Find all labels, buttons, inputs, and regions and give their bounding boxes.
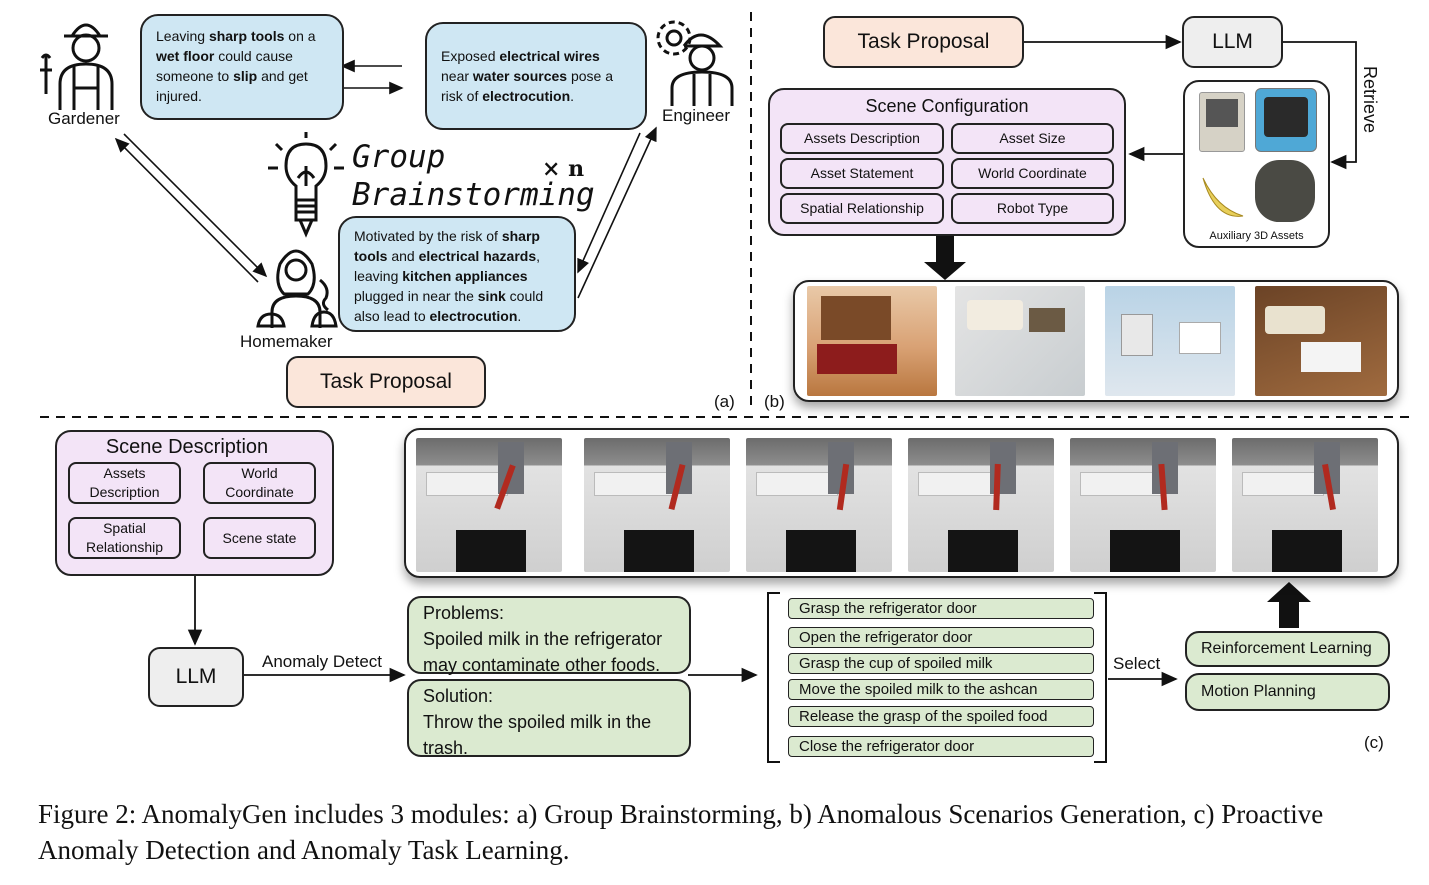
kitchen-frame-3 [746, 438, 892, 572]
computer-asset-image [1199, 92, 1245, 152]
method-motion-planning: Motion Planning [1185, 673, 1390, 711]
kitchen-frame-6 [1232, 438, 1378, 572]
scene-configuration-title: Scene Configuration [865, 96, 1029, 116]
config-asset-statement: Asset Statement [780, 158, 944, 189]
kitchen-frame-4 [908, 438, 1054, 572]
config-asset-size: Asset Size [951, 123, 1114, 154]
desc-spatial-relationship: Spatial Relationship [68, 517, 181, 559]
scene-description-title: Scene Description [105, 436, 269, 458]
homemaker-label: Homemaker [240, 332, 333, 351]
select-label: Select [1113, 654, 1161, 673]
panel-a-label: (a) [714, 392, 735, 411]
llm-box-c: LLM [148, 647, 244, 707]
big-down-arrow [924, 236, 966, 280]
config-robot-type: Robot Type [951, 193, 1114, 224]
scene-thumbnail-sitting-room [1255, 286, 1387, 396]
assets-caption: Auxiliary 3D Assets [1209, 230, 1304, 242]
config-world-coordinate: World Coordinate [951, 158, 1114, 189]
kettle-asset-image [1255, 160, 1315, 222]
llm-box-b: LLM [1182, 16, 1283, 68]
desc-scene-state: Scene state [203, 517, 316, 559]
panel-b-label: (b) [764, 392, 785, 411]
step-4: Move the spoiled milk to the ashcan [788, 679, 1094, 700]
gardener-speech-bubble: Leaving sharp tools on a wet floor could… [140, 14, 344, 120]
multiplier: × n [542, 156, 585, 182]
panel-c-label: (c) [1364, 733, 1384, 752]
kitchen-frame-2 [584, 438, 730, 572]
scene-thumbnail-living-room [807, 286, 937, 396]
config-assets-description: Assets Description [780, 123, 944, 154]
gardener-label: Gardener [48, 109, 120, 128]
method-reinforcement-learning: Reinforcement Learning [1185, 631, 1390, 667]
generated-scenes-strip [793, 280, 1399, 402]
engineer-icon [656, 20, 734, 106]
step-2: Open the refrigerator door [788, 627, 1094, 648]
desc-assets-description: Assets Description [68, 462, 181, 504]
task-proposal-box-a: Task Proposal [286, 356, 486, 408]
scene-thumbnail-bathroom [1105, 286, 1235, 396]
desc-world-coordinate: World Coordinate [203, 462, 316, 504]
homemaker-icon [256, 249, 338, 328]
tv-asset-image [1255, 88, 1317, 152]
task-proposal-box-b: Task Proposal [823, 16, 1024, 68]
step-5: Release the grasp of the spoiled food [788, 706, 1094, 727]
kitchen-frame-5 [1070, 438, 1216, 572]
step-1: Grasp the refrigerator door [788, 598, 1094, 619]
brainstorm-title: Group Brainstorming [352, 139, 595, 213]
gardener-icon [40, 23, 114, 110]
lightbulb-icon [268, 132, 344, 238]
step-6: Close the refrigerator door [788, 736, 1094, 757]
retrieve-label: Retrieve [1360, 66, 1380, 134]
big-up-arrow [1267, 582, 1311, 628]
step-3: Grasp the cup of spoiled milk [788, 653, 1094, 674]
engineer-speech-bubble: Exposed electrical wires near water sour… [425, 22, 647, 130]
config-spatial-relationship: Spatial Relationship [780, 193, 944, 224]
task-frames-strip [404, 428, 1399, 578]
auxiliary-assets-box: Auxiliary 3D Assets [1183, 80, 1330, 248]
scene-thumbnail-lounge [955, 286, 1085, 396]
engineer-label: Engineer [662, 106, 731, 125]
kitchen-frame-1 [416, 438, 562, 572]
anomaly-detect-label: Anomaly Detect [262, 652, 382, 671]
solution-box: Solution: Throw the spoiled milk in the … [407, 679, 691, 758]
problems-box: Problems: Spoiled milk in the refrigerat… [407, 596, 691, 675]
homemaker-speech-bubble: Motivated by the risk of sharp tools and… [338, 216, 576, 332]
figure-caption: Figure 2: AnomalyGen includes 3 modules:… [38, 799, 1324, 865]
banana-asset-image [1197, 168, 1247, 220]
